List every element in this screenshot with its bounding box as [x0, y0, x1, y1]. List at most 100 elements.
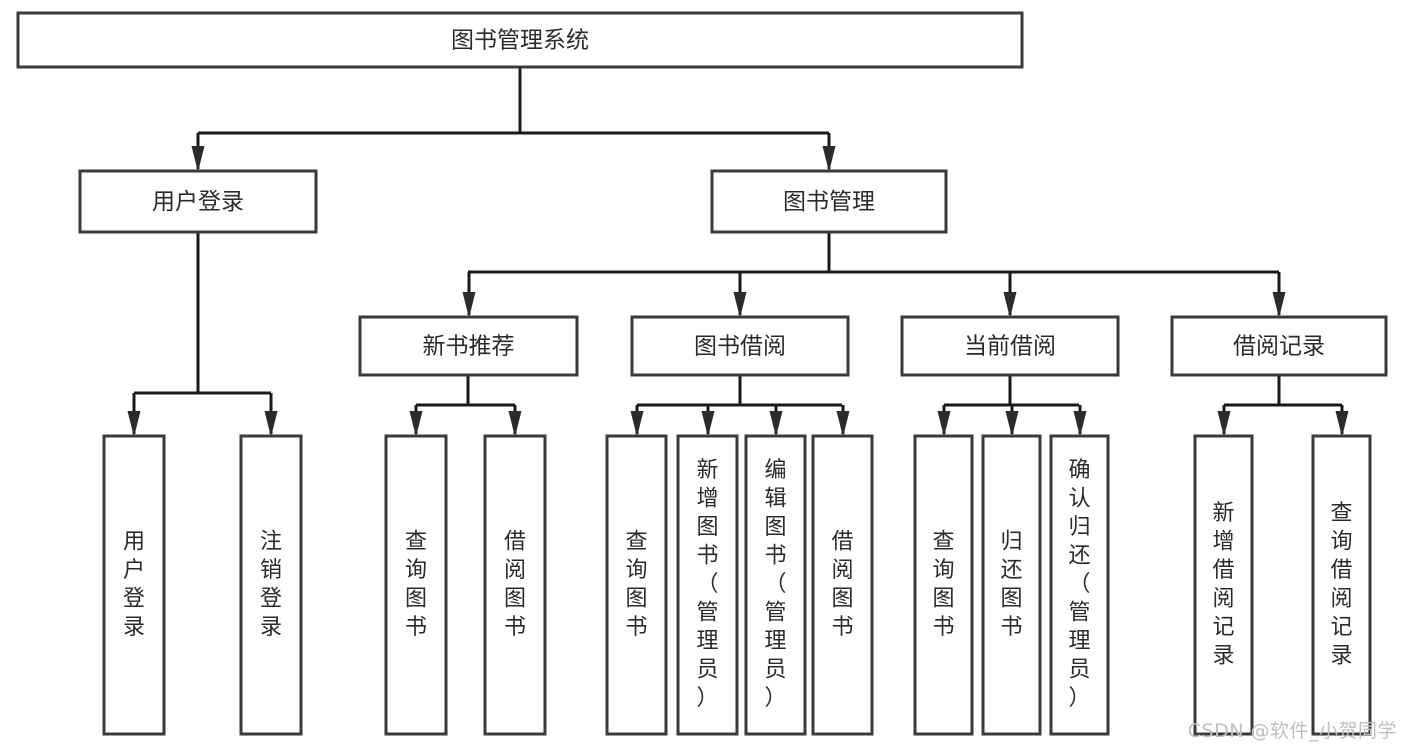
node-book-manage[interactable]: 图书管理: [710, 169, 948, 234]
node-label-char-leaf-return-book: 图: [1000, 586, 1022, 611]
arrow-head-icon: [191, 146, 205, 172]
node-label-char-leaf-query-book-b: 询: [625, 558, 647, 583]
node-box-root[interactable]: [16, 11, 1024, 69]
node-label-char-leaf-confirm-return: （: [1068, 572, 1090, 597]
node-label-char-leaf-add-record: 记: [1212, 615, 1234, 640]
node-label-char-leaf-borrow-book-b: 图: [831, 586, 853, 611]
node-new-book-rec[interactable]: 新书推荐: [358, 315, 579, 377]
node-box-leaf-add-record[interactable]: [1193, 434, 1254, 736]
node-label-char-leaf-edit-book: 编: [764, 458, 786, 483]
node-label-user-login: 用户登录: [152, 189, 244, 215]
node-label-current-borrow: 当前借阅: [964, 334, 1056, 360]
node-label-char-leaf-user-login: 登: [123, 586, 145, 611]
node-label-char-leaf-query-record: 借: [1330, 558, 1352, 583]
arrow-head-icon: [733, 292, 747, 318]
node-label-char-leaf-edit-book: 图: [764, 515, 786, 540]
node-current-borrow[interactable]: 当前借阅: [900, 315, 1120, 377]
node-label-char-leaf-add-book: 书: [696, 544, 718, 569]
node-label-char-leaf-query-book-c: 书: [932, 615, 954, 640]
node-box-leaf-borrow-book-rec[interactable]: [483, 434, 547, 736]
arrow-head-icon: [1005, 411, 1019, 437]
node-borrow-record[interactable]: 借阅记录: [1170, 315, 1388, 377]
node-box-book-manage[interactable]: [710, 169, 948, 234]
node-box-new-book-rec[interactable]: [358, 315, 579, 377]
node-label-book-borrow: 图书借阅: [694, 334, 786, 360]
node-label-char-leaf-query-book-rec: 询: [405, 558, 427, 583]
node-root[interactable]: 图书管理系统: [16, 11, 1024, 69]
node-label-char-leaf-query-record: 录: [1330, 643, 1352, 668]
node-label-char-leaf-edit-book: 辑: [764, 487, 786, 512]
arrow-head-icon: [769, 411, 783, 437]
node-label-char-leaf-query-record: 询: [1330, 529, 1352, 554]
node-leaf-user-login[interactable]: 用户登录: [102, 434, 166, 736]
connector-layer: [127, 67, 1349, 437]
arrow-head-icon: [264, 411, 278, 437]
node-box-leaf-logout[interactable]: [239, 434, 303, 736]
node-label-char-leaf-query-book-c: 查: [932, 529, 954, 554]
connector-group-bus-book-borrow: [630, 375, 850, 437]
node-label-char-leaf-borrow-book-rec: 书: [504, 615, 526, 640]
arrow-head-icon: [937, 411, 951, 437]
node-box-leaf-query-record[interactable]: [1311, 434, 1372, 736]
node-box-leaf-query-book-c[interactable]: [913, 434, 974, 736]
arrow-head-icon: [701, 411, 715, 437]
node-box-leaf-query-book-rec[interactable]: [384, 434, 448, 736]
node-box-leaf-borrow-book-b[interactable]: [811, 434, 874, 736]
node-label-root: 图书管理系统: [451, 28, 589, 54]
node-box-leaf-query-book-b[interactable]: [605, 434, 668, 736]
node-label-new-book-rec: 新书推荐: [423, 334, 515, 360]
node-layer: 图书管理系统用户登录图书管理新书推荐图书借阅当前借阅借阅记录用户登录注销登录查询…: [16, 11, 1388, 736]
node-label-char-leaf-edit-book: 理: [764, 629, 786, 654]
node-label-char-leaf-confirm-return: 员: [1068, 658, 1090, 683]
node-box-leaf-confirm-return[interactable]: [1049, 434, 1110, 736]
node-box-user-login[interactable]: [78, 169, 318, 234]
node-book-borrow[interactable]: 图书借阅: [630, 315, 850, 377]
node-box-leaf-edit-book[interactable]: [744, 434, 807, 736]
arrow-head-icon: [630, 411, 644, 437]
node-label-char-leaf-confirm-return: 管: [1068, 601, 1090, 626]
arrow-head-icon: [836, 411, 850, 437]
node-box-borrow-record[interactable]: [1170, 315, 1388, 377]
node-label-char-leaf-borrow-book-rec: 借: [504, 529, 526, 554]
node-box-current-borrow[interactable]: [900, 315, 1120, 377]
node-label-char-leaf-confirm-return: 确: [1068, 458, 1090, 483]
node-label-char-leaf-add-record: 录: [1212, 643, 1234, 668]
node-label-char-leaf-add-book: 新: [696, 458, 718, 483]
node-box-leaf-return-book[interactable]: [981, 434, 1042, 736]
node-label-char-leaf-add-record: 增: [1212, 529, 1234, 554]
node-label-char-leaf-add-book: 图: [696, 515, 718, 540]
node-label-char-leaf-logout: 注: [260, 529, 282, 554]
node-box-leaf-user-login[interactable]: [102, 434, 166, 736]
node-box-leaf-add-book[interactable]: [676, 434, 739, 736]
node-label-book-manage: 图书管理: [783, 189, 875, 215]
node-box-book-borrow[interactable]: [630, 315, 850, 377]
node-label-char-leaf-add-book: 员: [696, 658, 718, 683]
node-label-char-leaf-borrow-book-rec: 阅: [504, 558, 526, 583]
node-label-char-leaf-add-record: 新: [1212, 501, 1234, 526]
arrow-head-icon: [822, 146, 836, 172]
node-label-char-leaf-logout: 销: [260, 558, 282, 583]
connector-group-bus-user-login: [127, 232, 278, 437]
arrow-head-icon: [1003, 292, 1017, 318]
node-label-char-leaf-confirm-return: 归: [1068, 515, 1090, 540]
arrow-head-icon: [1272, 292, 1286, 318]
node-user-login[interactable]: 用户登录: [78, 169, 318, 234]
node-label-char-leaf-add-book: ）: [696, 686, 718, 711]
node-label-char-leaf-borrow-book-b: 阅: [831, 558, 853, 583]
node-label-char-leaf-borrow-book-rec: 图: [504, 586, 526, 611]
node-label-char-leaf-user-login: 用: [123, 529, 145, 554]
node-label-char-leaf-add-book: 管: [696, 601, 718, 626]
